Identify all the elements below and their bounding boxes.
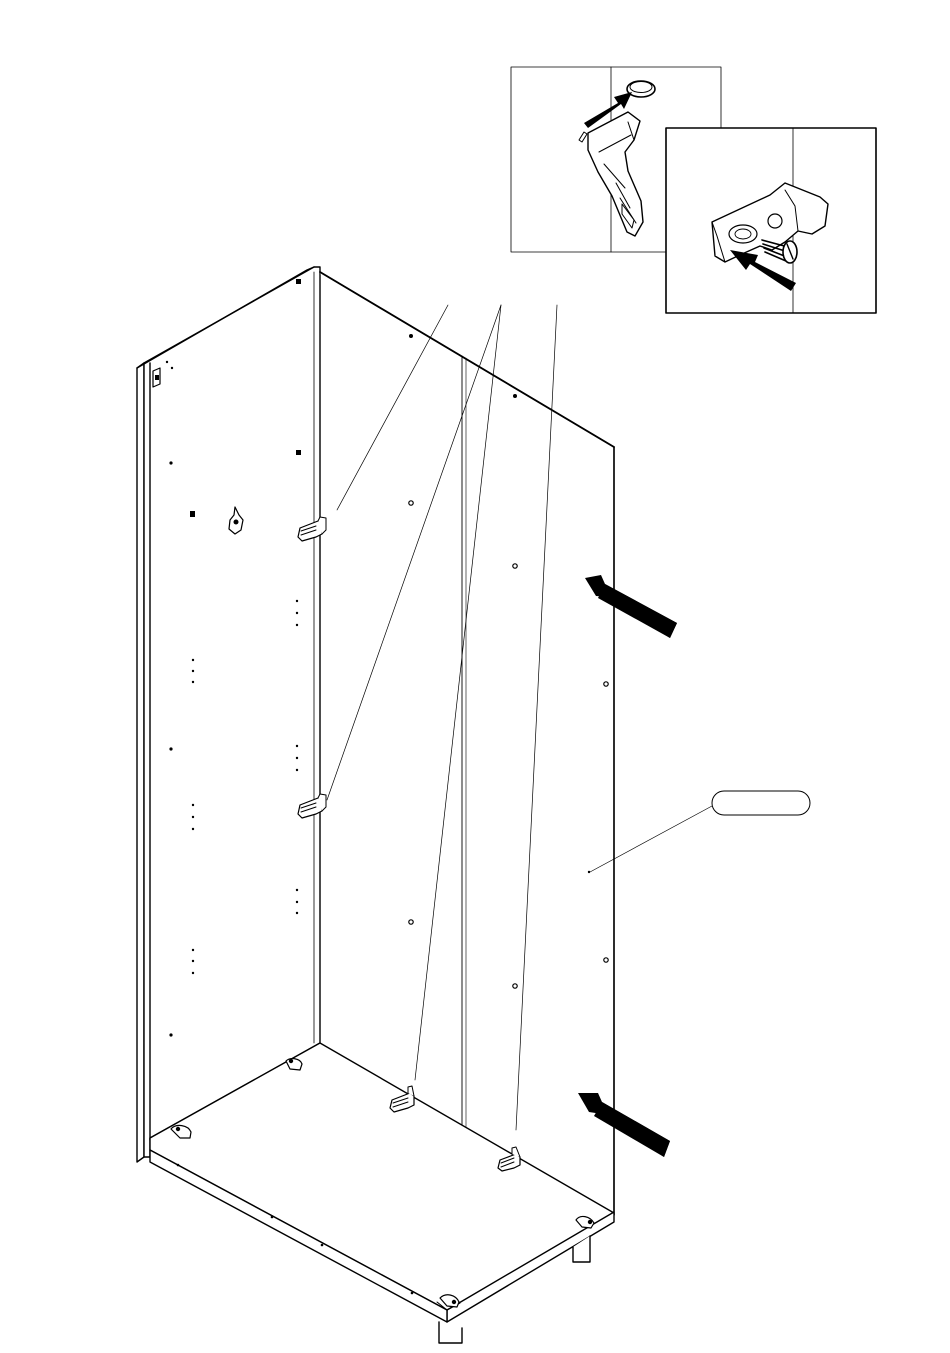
connector-bracket-icon <box>588 112 643 236</box>
part-label-box <box>712 791 810 815</box>
plinth <box>439 1322 462 1343</box>
small-pin-icon <box>579 132 587 142</box>
part-label <box>712 791 810 815</box>
detail-connector-screw <box>666 128 876 313</box>
cap-disc-icon <box>627 81 655 97</box>
left-side-panel <box>137 267 320 1162</box>
cabinet-assembly <box>137 267 614 1343</box>
